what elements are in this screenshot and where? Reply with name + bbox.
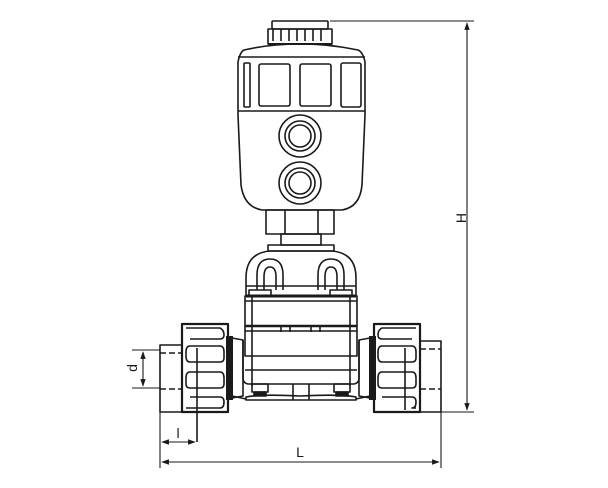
air-port-upper	[278, 114, 322, 158]
extension-lines	[132, 20, 474, 468]
label-diameter: d	[124, 364, 140, 372]
label-socket-length: l	[176, 425, 179, 441]
dimension-lines	[140, 22, 470, 465]
label-height: H	[453, 213, 469, 223]
left-union-nut	[180, 322, 233, 414]
right-union-nut	[369, 322, 422, 414]
air-port-lower	[278, 161, 322, 205]
label-length: L	[296, 444, 304, 460]
bonnet	[245, 250, 357, 298]
valve-neck	[265, 209, 335, 252]
left-pipe-end	[159, 344, 198, 442]
actuator-housing	[237, 43, 366, 211]
valve-body	[231, 295, 371, 401]
right-pipe-end	[404, 340, 442, 413]
actuator-cap	[267, 20, 333, 45]
